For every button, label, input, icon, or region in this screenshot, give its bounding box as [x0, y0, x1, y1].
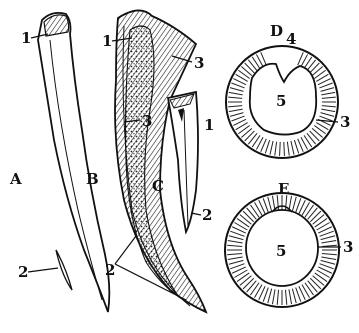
panel-a-label-2: 2: [18, 263, 28, 281]
panel-a-label-1: 1: [21, 29, 31, 47]
striation-line: [284, 142, 285, 156]
panel-a: A 1 2: [9, 13, 109, 312]
panel-b-label-3a: 3: [194, 54, 204, 72]
panel-c-label-1: 1: [204, 116, 214, 134]
panel-b-letter: B: [86, 170, 99, 188]
panel-a-cap: [44, 15, 69, 36]
panel-e-letter: E: [278, 180, 289, 198]
panel-a-letter: A: [9, 170, 22, 188]
panel-a-pulp-cavity: [56, 250, 72, 290]
panel-d-label-3: 3: [340, 113, 350, 131]
panel-a-outline: [38, 13, 109, 312]
panel-c-letter: C: [152, 177, 164, 195]
panel-b-label-2: 2: [105, 261, 115, 279]
panel-b-label-1: 1: [102, 32, 112, 50]
panel-c-label-2: 2: [202, 206, 212, 224]
striation-line: [280, 142, 281, 156]
panel-d-letter: D: [270, 22, 283, 40]
panel-d: D 4 5 3: [226, 22, 350, 158]
panel-a-leader-2: [28, 268, 58, 272]
panel-b-leader-2a: [115, 236, 136, 264]
panel-d-label-4: 4: [286, 30, 296, 48]
panel-e-label-5: 5: [276, 242, 286, 260]
panel-d-label-5: 5: [276, 92, 286, 110]
panel-e: E 5 3: [225, 180, 353, 307]
panel-e-label-3: 3: [343, 238, 353, 256]
panel-b-label-3b: 3: [142, 112, 152, 130]
